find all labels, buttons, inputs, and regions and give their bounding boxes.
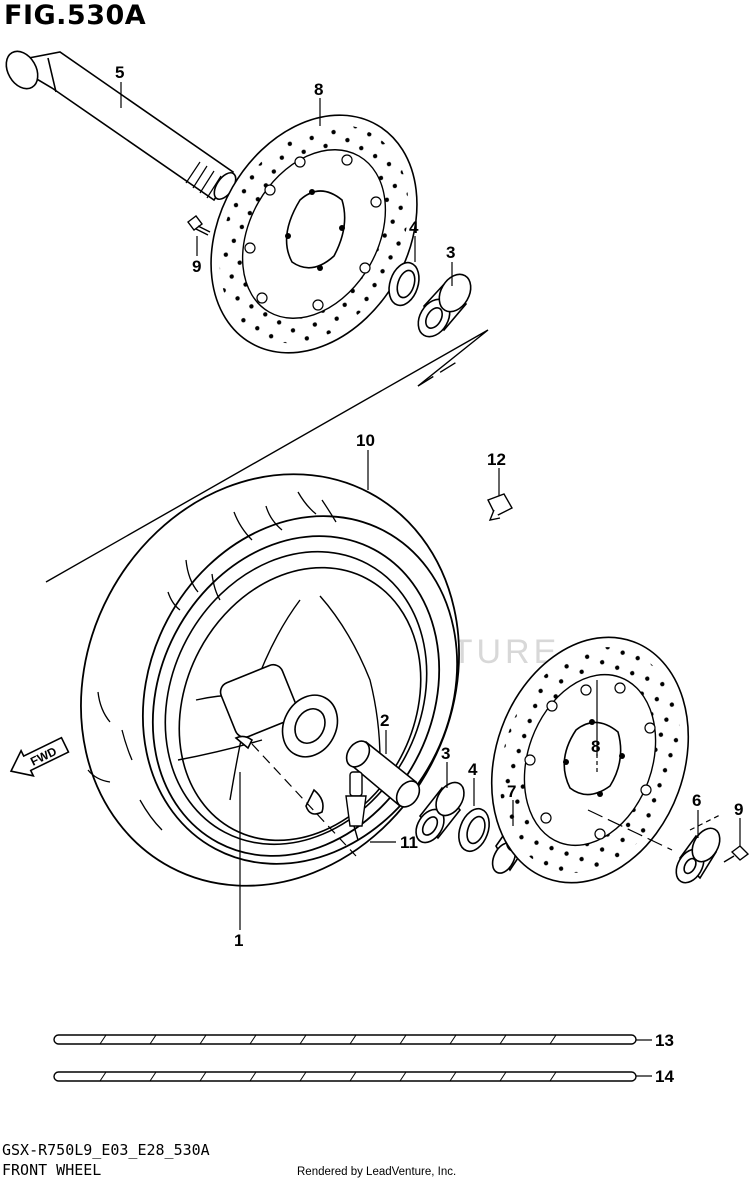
figure-title: FIG.530A — [4, 0, 147, 31]
callout-9-lower: 9 — [734, 800, 743, 819]
render-credit: Rendered by LeadVenture, Inc. — [297, 1166, 457, 1178]
callout-2: 2 — [380, 711, 389, 730]
diagram-name: FRONT WHEEL — [2, 1161, 102, 1179]
rim-tape-14 — [53, 1071, 637, 1082]
bolt-upper — [187, 215, 211, 236]
callout-7: 7 — [507, 782, 516, 801]
callout-4-upper: 4 — [409, 218, 419, 237]
diagram-code: GSX-R750L9_E03_E28_530A — [2, 1141, 210, 1159]
oil-seal-lower — [458, 807, 490, 853]
callout-4-lower: 4 — [468, 760, 478, 779]
valve-part — [345, 771, 367, 841]
callout-8-upper: 8 — [314, 80, 323, 99]
brake-disc-upper — [210, 114, 418, 354]
callout-10: 10 — [356, 431, 375, 450]
oil-seal-upper — [388, 261, 420, 307]
leader-lines — [120, 82, 741, 1077]
callout-9-upper: 9 — [192, 257, 201, 276]
bearing-upper — [417, 273, 472, 338]
callout-12: 12 — [487, 450, 506, 469]
callout-3-upper: 3 — [446, 243, 455, 262]
callout-numbers: 5 8 9 4 3 10 12 2 3 4 7 8 9 6 11 1 13 14 — [115, 63, 743, 1086]
callout-11: 11 — [400, 833, 418, 852]
callout-14: 14 — [655, 1067, 674, 1086]
axle-part — [5, 50, 237, 202]
callout-13: 13 — [655, 1031, 674, 1050]
callout-1: 1 — [234, 931, 243, 950]
spacer-part — [345, 740, 421, 808]
brake-disc-lower — [490, 636, 690, 884]
wheel-rim — [164, 550, 428, 846]
bolt-lower — [723, 845, 750, 863]
callout-6: 6 — [692, 791, 701, 810]
callout-5: 5 — [115, 63, 124, 82]
wheel-collar-part — [675, 827, 721, 884]
callout-8-lower: 8 — [591, 737, 600, 756]
callout-3-lower: 3 — [441, 744, 450, 763]
fwd-arrow-icon: FWD — [9, 736, 70, 777]
rim-tape-13 — [53, 1034, 637, 1045]
clip-part — [487, 493, 513, 521]
section-lines — [45, 329, 489, 583]
bearing-lower — [415, 781, 465, 844]
